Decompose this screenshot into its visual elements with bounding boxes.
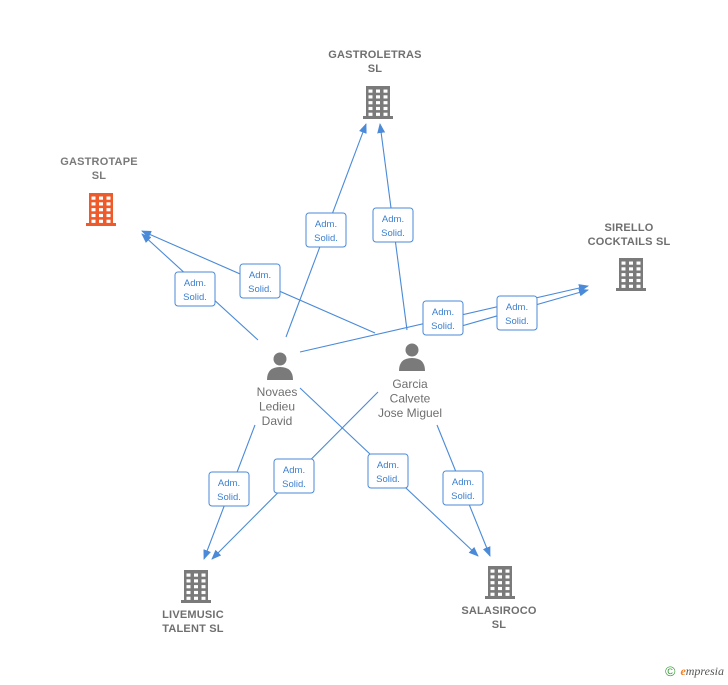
relation-label-line: Adm.: [218, 478, 240, 489]
relation-label-line: Adm.: [283, 465, 305, 476]
brand-name: empresia: [680, 664, 724, 679]
relation-label-novaes-gastroletras[interactable]: Adm. Solid.: [305, 212, 347, 248]
relation-label-box: [239, 263, 281, 299]
relation-label-line: Solid.: [431, 321, 455, 332]
relation-label-line: Adm.: [432, 307, 454, 318]
company-node-livemusic[interactable]: LIVEMUSIC TALENT SL: [162, 570, 224, 635]
person-name: Ledieu: [259, 400, 295, 414]
company-name: TALENT SL: [162, 623, 224, 635]
person-name: Garcia: [392, 377, 428, 391]
nodes-layer: GASTROLETRAS SL GASTROTAPE SL SIRELLO COCKTAI…: [60, 49, 670, 635]
building-icon: [363, 86, 393, 119]
relation-label-line: Solid.: [314, 233, 338, 244]
company-name: SL: [492, 619, 507, 631]
person-name: David: [262, 414, 293, 428]
company-name: LIVEMUSIC: [162, 609, 224, 621]
relation-label-line: Solid.: [451, 491, 475, 502]
building-icon: [485, 566, 515, 599]
company-name: SL: [368, 63, 383, 75]
person-icon: [399, 343, 425, 371]
footer-brand[interactable]: © empresia: [665, 663, 724, 679]
relation-label-box: [367, 453, 409, 489]
relation-label-line: Adm.: [506, 302, 528, 313]
relation-label-box: [208, 471, 250, 507]
edge-labels-layer: Adm. Solid. Adm. Solid. Adm. Solid. Adm. Solid.…: [174, 207, 538, 507]
brand-initial: e: [680, 663, 686, 678]
relation-label-line: Adm.: [249, 270, 271, 281]
relation-label-box: [174, 271, 216, 307]
relation-label-line: Solid.: [217, 492, 241, 503]
company-name: SL: [92, 170, 107, 182]
company-name: SALASIROCO: [461, 605, 537, 617]
brand-rest: mpresia: [685, 663, 724, 678]
relation-label-garcia-gastroletras[interactable]: Adm. Solid.: [372, 207, 414, 243]
relation-label-box: [422, 300, 464, 336]
person-name: Novaes: [257, 385, 298, 399]
person-name: Calvete: [390, 392, 431, 406]
relation-label-line: Solid.: [183, 292, 207, 303]
relation-label-line: Solid.: [282, 479, 306, 490]
relation-label-line: Adm.: [184, 278, 206, 289]
company-node-gastroletras[interactable]: GASTROLETRAS SL: [328, 49, 422, 119]
relation-label-line: Adm.: [382, 214, 404, 225]
relation-label-garcia-sirello[interactable]: Adm. Solid.: [496, 295, 538, 331]
relation-label-box: [496, 295, 538, 331]
relation-label-novaes-livemusic[interactable]: Adm. Solid.: [208, 471, 250, 507]
company-name: GASTROLETRAS: [328, 49, 421, 61]
relation-label-line: Solid.: [505, 316, 529, 327]
relation-label-novaes-sirello[interactable]: Adm. Solid.: [422, 300, 464, 336]
relation-label-line: Solid.: [248, 284, 272, 295]
relation-label-box: [442, 470, 484, 506]
relation-label-box: [372, 207, 414, 243]
relation-label-line: Adm.: [452, 477, 474, 488]
building-icon: [181, 570, 211, 603]
building-icon: [616, 258, 646, 291]
company-name: SIRELLO: [604, 222, 653, 234]
relation-label-box: [305, 212, 347, 248]
company-node-gastrotape[interactable]: GASTROTAPE SL: [60, 156, 138, 226]
relation-label-novaes-gastrotape[interactable]: Adm. Solid.: [174, 271, 216, 307]
relation-label-garcia-gastrotape[interactable]: Adm. Solid.: [239, 263, 281, 299]
company-name: COCKTAILS SL: [588, 236, 671, 248]
building-icon: [86, 193, 116, 226]
company-node-salasiroco[interactable]: SALASIROCO SL: [461, 566, 537, 631]
relation-label-box: [273, 458, 315, 494]
company-name: GASTROTAPE: [60, 156, 138, 168]
copyright-symbol: ©: [665, 663, 676, 679]
company-node-sirello[interactable]: SIRELLO COCKTAILS SL: [588, 222, 671, 291]
relation-label-line: Solid.: [376, 474, 400, 485]
relation-label-novaes-salasiroco[interactable]: Adm. Solid.: [367, 453, 409, 489]
person-name: Jose Miguel: [378, 406, 442, 420]
relation-label-line: Adm.: [377, 460, 399, 471]
person-icon: [267, 352, 293, 380]
relation-label-garcia-salasiroco[interactable]: Adm. Solid.: [442, 470, 484, 506]
relation-label-garcia-livemusic[interactable]: Adm. Solid.: [273, 458, 315, 494]
relation-label-line: Adm.: [315, 219, 337, 230]
relation-label-line: Solid.: [381, 228, 405, 239]
